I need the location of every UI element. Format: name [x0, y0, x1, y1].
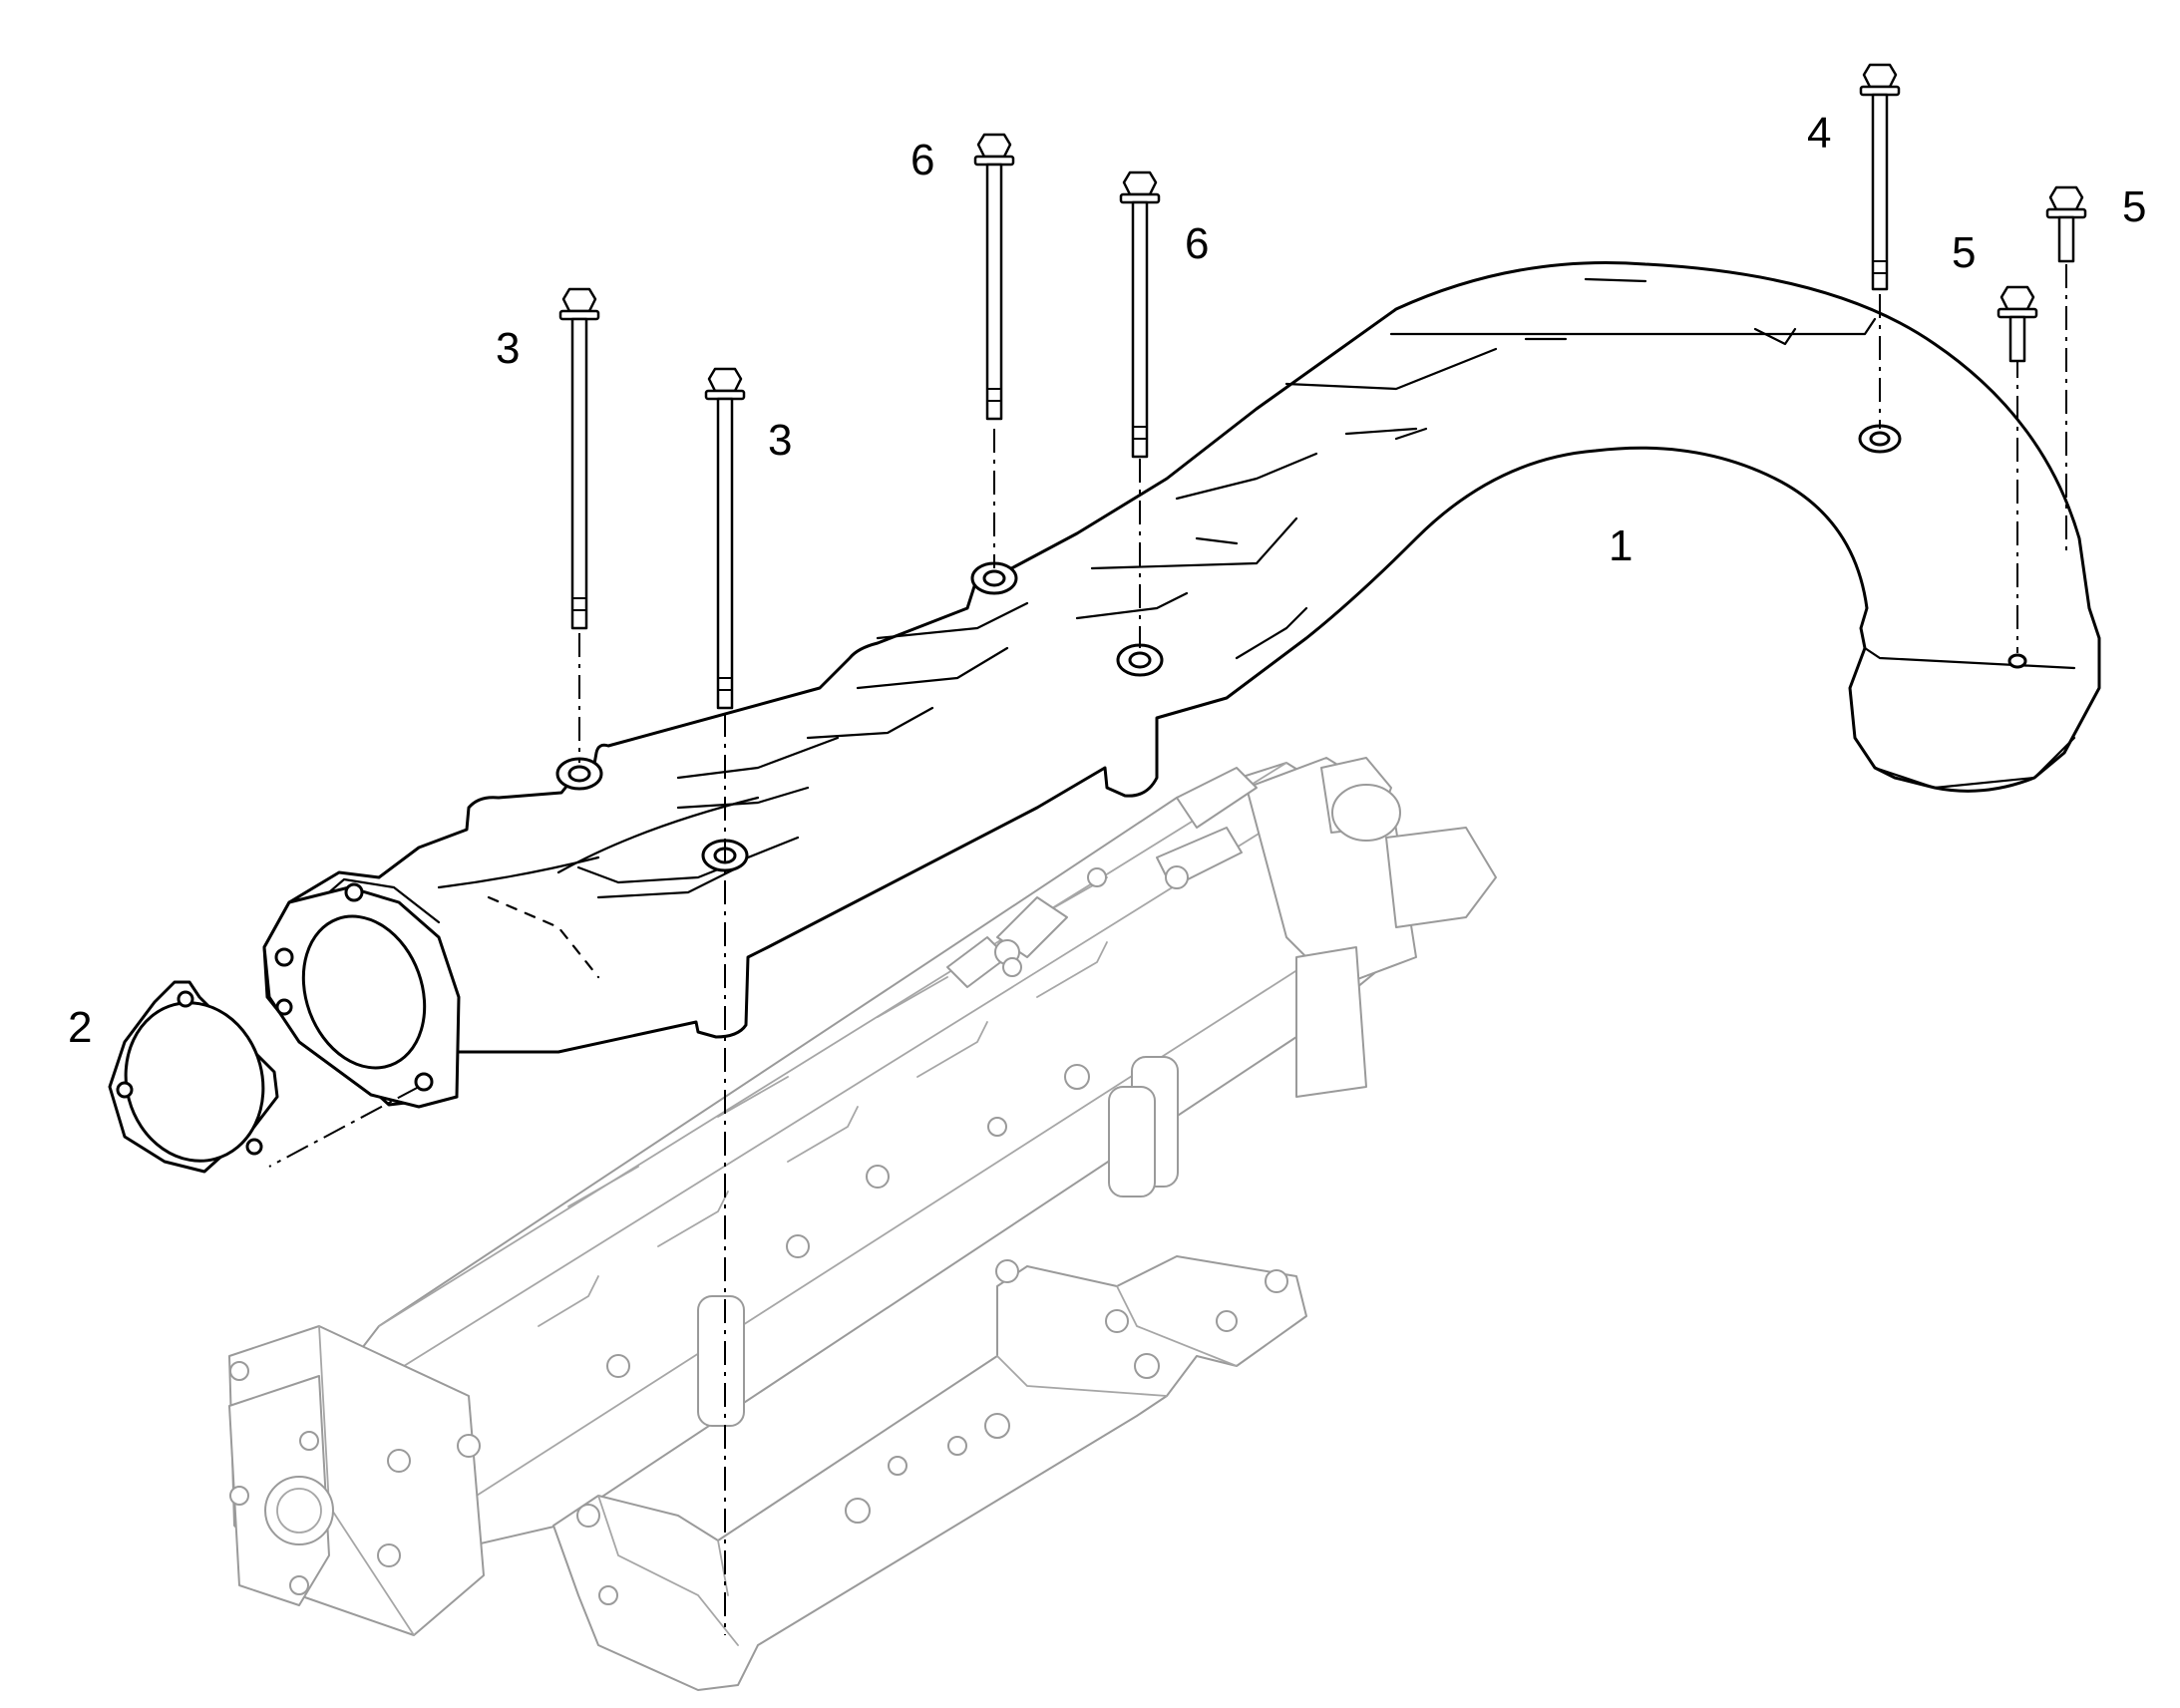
bolt-part-3-left: [558, 287, 600, 630]
callout-1: 1: [1609, 521, 1633, 570]
intake-pipe-part-1: [262, 260, 2101, 1109]
egr-cooler-background: [228, 757, 1497, 1636]
callout-5-left: 5: [1952, 228, 1976, 277]
bolt-part-4: [1859, 63, 1901, 291]
callout-3-right: 3: [768, 416, 792, 465]
callout-3-left: 3: [496, 324, 520, 373]
bolt-part-5-short-right: [2045, 185, 2087, 263]
bolt-part-6-left: [973, 133, 1015, 421]
bolt-part-5-short-left: [1997, 285, 2038, 363]
bolt-part-6-right: [1119, 171, 1161, 459]
callout-4: 4: [1807, 109, 1831, 158]
callout-6-left: 6: [910, 136, 934, 184]
callout-5-right: 5: [2122, 182, 2146, 231]
mounting-bracket-background: [552, 1255, 1307, 1691]
callout-2: 2: [68, 1003, 92, 1052]
assembly-center-lines: [268, 264, 2067, 1635]
gasket-part-2: [108, 980, 279, 1174]
callout-6-right: 6: [1185, 219, 1209, 268]
bolt-part-3-right: [704, 367, 746, 710]
callout-labels: 1 2 3 3 4 5 5 6 6: [68, 109, 2146, 1052]
